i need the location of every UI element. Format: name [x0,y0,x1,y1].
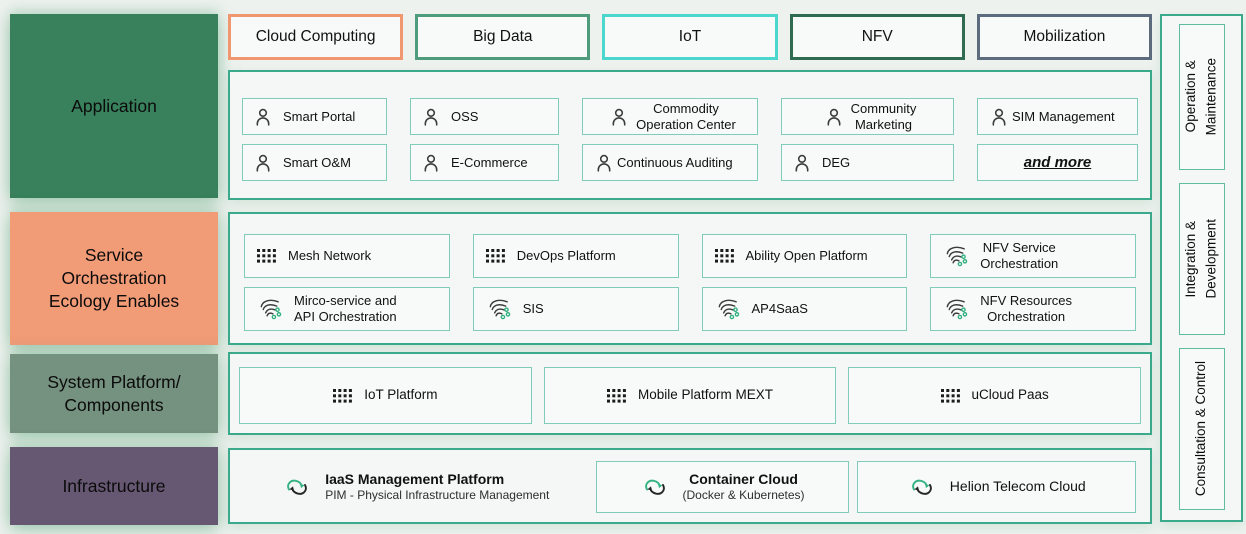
item-label: Mesh Network [288,248,372,264]
layer-label-system-platform: System Platform/ Components [10,354,218,433]
app-item-and-more: and more [977,144,1138,181]
orchestration-swirl-icon [946,246,968,266]
item-label: NFV Resources Orchestration [980,293,1072,324]
item-label: IoT Platform [364,387,438,403]
sidebar-item-label: Consultation & Control [1193,361,1209,497]
person-icon [424,108,438,126]
infrastructure-layer-container: IaaS Management Platform PIM - Physical … [228,448,1152,524]
sidebar-item-operation-maintenance: Operation & Maintenance [1178,24,1225,170]
item-label: Mirco-service and API Orchestration [294,293,397,324]
svc-item-micro-service-api-orchestration: Mirco-service and API Orchestration [244,287,450,331]
grid-apps-icon [714,249,734,263]
item-title: IaaS Management Platform [325,470,505,487]
svc-item-devops-platform: DevOps Platform [472,234,679,278]
grid-apps-icon [257,249,276,263]
tab-iot: IoT [602,14,778,60]
item-title: Helion Telecom Cloud [949,478,1086,495]
person-icon [795,154,809,172]
svc-item-nfv-service-orchestration: NFV Service Orchestration [930,234,1136,278]
item-label: SIS [522,301,544,317]
item-label: AP4SaaS [751,301,808,317]
orchestration-swirl-icon [718,299,739,319]
item-subtitle: PIM - Physical Infrastructure Management [325,488,550,503]
app-item-community-marketing: Community Marketing [781,98,954,135]
system-platform-layer-container: IoT Platform Mobile Platform MEXT uCloud… [228,352,1152,435]
sidebar-item-label: Operation & Maintenance [1183,58,1219,136]
sys-item-iot-platform: IoT Platform [239,367,532,424]
orchestration-swirl-icon [946,299,968,319]
item-label: DEG [822,154,851,170]
layer-label-service-orchestration: Service Orchestration Ecology Enables [10,212,218,345]
app-item-smart-portal: Smart Portal [242,98,387,135]
item-label: SIM Management [1012,108,1115,124]
item-label: NFV Service Orchestration [980,240,1059,271]
item-label: uCloud Paas [971,387,1049,403]
svc-item-sis: SIS [472,287,679,331]
service-orchestration-layer-container: Mesh Network DevOps Platform Ability Ope… [228,212,1152,345]
tab-big-data: Big Data [415,14,591,60]
sidebar-item-integration-development: Integration & Development [1178,183,1225,335]
item-label: Commodity Operation Center [636,100,736,132]
grid-apps-icon [940,388,960,403]
layer-label-infrastructure: Infrastructure [10,447,218,525]
grid-apps-icon [485,249,505,263]
item-label: OSS [451,108,479,124]
person-icon [424,154,438,172]
item-label: Smart O&M [283,154,351,170]
person-icon [256,154,270,172]
item-title: Container Cloud [689,470,798,487]
lifecycle-sidebar: Operation & Maintenance Integration & De… [1160,14,1243,522]
tab-mobilization: Mobilization [976,14,1153,60]
app-item-oss: OSS [410,98,559,135]
cloud-sync-icon [287,479,308,495]
person-icon [256,108,270,126]
item-label: Continuous Auditing [617,154,733,170]
item-label: Mobile Platform MEXT [637,387,774,403]
infra-item-container-cloud: Container Cloud (Docker & Kubernetes) [595,461,849,513]
infra-item-iaas-management-platform: IaaS Management Platform PIM - Physical … [244,461,588,513]
app-item-commodity-operation-center: Commodity Operation Center [582,98,758,135]
item-label: and more [1023,153,1092,171]
tab-nfv: NFV [789,14,965,60]
sys-item-ucloud-paas: uCloud Paas [848,367,1141,424]
tab-cloud-computing: Cloud Computing [228,14,404,60]
orchestration-swirl-icon [260,299,282,319]
app-item-sim-management: SIM Management [977,98,1138,135]
item-label: DevOps Platform [516,248,616,264]
cloud-sync-icon [644,479,665,495]
svc-item-nfv-resources-orchestration: NFV Resources Orchestration [930,287,1136,331]
item-label: Smart Portal [283,108,356,124]
cloud-sync-icon [911,479,932,495]
person-icon [827,108,841,126]
app-item-smart-oandm: Smart O&M [242,144,387,181]
item-label: E-Commerce [451,154,528,170]
orchestration-swirl-icon [489,299,511,319]
svc-item-ap4saas: AP4SaaS [701,287,908,331]
infra-item-helion-telecom-cloud: Helion Telecom Cloud [856,461,1136,513]
grid-apps-icon [333,388,353,403]
app-item-e-commerce: E-Commerce [410,144,559,181]
layer-label-application: Application [10,14,218,198]
app-item-continuous-auditing: Continuous Auditing [582,144,758,181]
sidebar-item-label: Integration & Development [1183,219,1219,299]
app-item-deg: DEG [781,144,954,181]
svc-item-mesh-network: Mesh Network [244,234,450,278]
grid-apps-icon [606,388,626,403]
person-icon [992,108,1006,126]
technology-tabs: Cloud Computing Big Data IoT NFV Mobiliz… [228,14,1153,60]
application-layer-container: Smart Portal OSS Commodity Operation Cen… [228,70,1152,200]
person-icon [612,108,626,126]
sys-item-mobile-platform-mext: Mobile Platform MEXT [543,367,837,424]
item-label: Community Marketing [850,100,917,132]
item-subtitle: (Docker & Kubernetes) [682,488,805,503]
sidebar-item-consultation-control: Consultation & Control [1178,348,1225,510]
svc-item-ability-open-platform: Ability Open Platform [701,234,908,278]
item-label: Ability Open Platform [745,248,868,264]
person-icon [597,154,611,172]
